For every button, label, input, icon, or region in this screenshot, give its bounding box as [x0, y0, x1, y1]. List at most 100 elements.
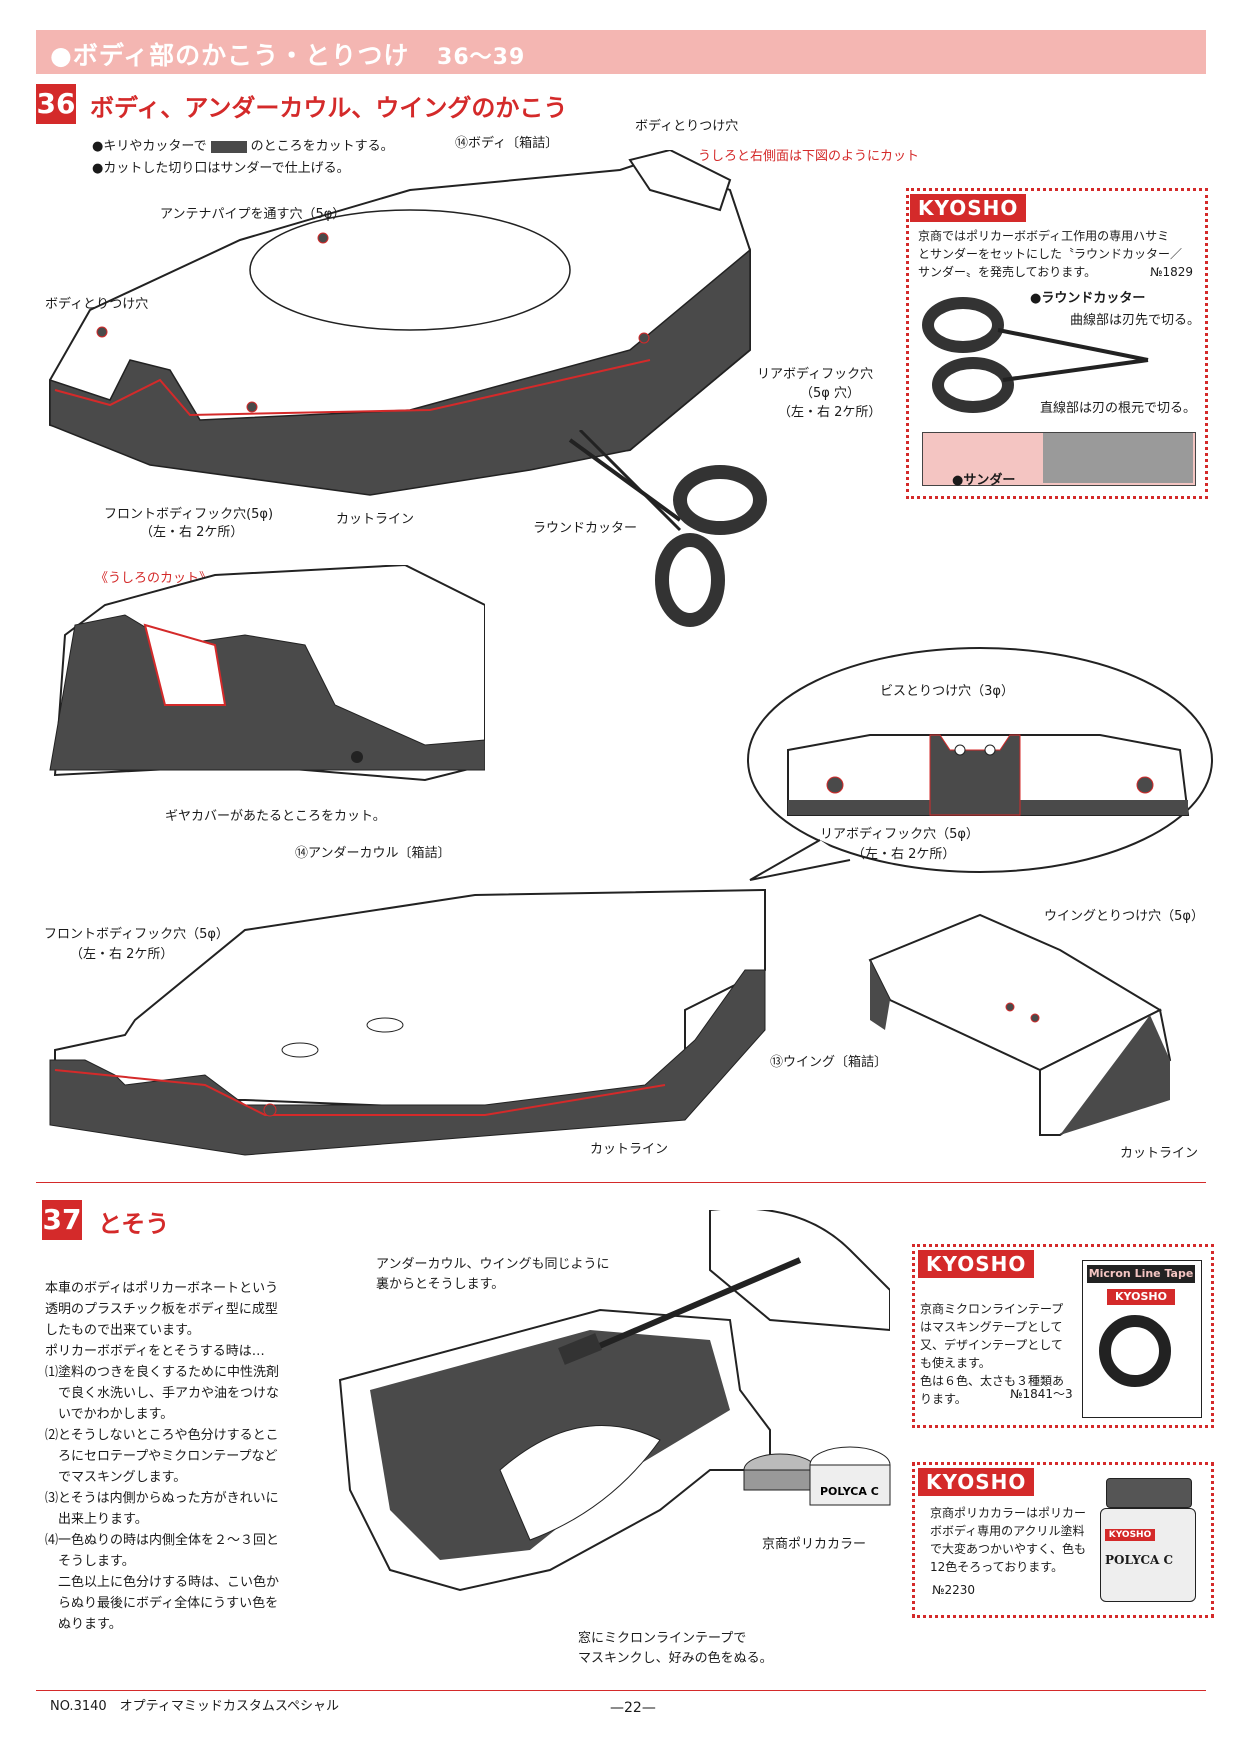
- bullet-sander-instruction: ●カットした切り口はサンダーで仕上げる。: [92, 161, 350, 176]
- label-front-hook-2-pos: （左・右 2ケ所）: [70, 947, 174, 962]
- tape-label: Micron Line Tape: [1087, 1265, 1195, 1283]
- painting-instruction-line: いでかわかします。: [45, 1407, 174, 1422]
- tape-brand: KYOSHO: [1107, 1289, 1175, 1305]
- painting-instruction-line: ⑵とそうしないところや色分けするとこ: [45, 1428, 279, 1443]
- painting-instruction-line: そうします。: [45, 1554, 135, 1569]
- kyosho2-text-line: も使えます。: [920, 1356, 991, 1370]
- footer-product: NO.3140 オプティマミッドカスタムスペシャル: [50, 1699, 339, 1714]
- kyosho1-text-1: 京商ではポリカーボボディ工作用の専用ハサミ: [918, 229, 1170, 243]
- round-cutter-scissors: [568, 430, 767, 627]
- kyosho-paint-box: [912, 1462, 1214, 1618]
- painting-instruction-line: 出来上ります。: [45, 1512, 148, 1527]
- tape-roll-icon: [1099, 1315, 1171, 1387]
- painting-illustration: [338, 1210, 890, 1592]
- kyosho2-text-line: はマスキングテープとして: [920, 1320, 1063, 1334]
- label-screw-hole: ビスとりつけ穴（3φ）: [880, 684, 1014, 699]
- label-wing-mount: ウイングとりつけ穴（5φ）: [1044, 909, 1204, 924]
- section-header-title: ●ボディ部のかこう・とりつけ 36〜39: [50, 36, 525, 72]
- kyosho-logo-1: KYOSHO: [910, 194, 1027, 222]
- paint-label: 京商ポリカカラー: [762, 1537, 867, 1552]
- painting-instruction-line: らぬり最後にボディ全体にうすい色を: [45, 1596, 279, 1611]
- painting-instruction-line: で良く水洗いし、手アカや油をつけな: [45, 1386, 280, 1401]
- painting-instruction-line: ぬります。: [45, 1617, 122, 1632]
- painting-instruction-line: ポリカーボボディをとそうする時は…: [45, 1344, 265, 1359]
- note-undercowl-wing-2: 裏からとそうします。: [376, 1277, 505, 1292]
- kyosho2-text-line: 又、デザインテープとして: [920, 1338, 1063, 1352]
- painting-instruction-line: ⑷一色ぬりの時は内側全体を２〜３回と: [45, 1533, 280, 1548]
- kyosho1-text-2: とサンダーをセットにした〝ラウンドカッター／: [918, 247, 1183, 261]
- kyosho1-curve-note: 曲線部は刃先で切る。: [1070, 313, 1201, 328]
- step-number-36: 36: [36, 84, 76, 124]
- bullet-1-text: ●キリやカッターで: [92, 139, 207, 154]
- label-cutline-undercowl: カットライン: [590, 1142, 669, 1157]
- label-undercowl: ⑭アンダーカウル〔箱詰〕: [295, 846, 451, 861]
- kyosho2-text-line: ります。: [920, 1392, 967, 1406]
- kyosho3-text-line: で大変あつかいやすく、色も: [930, 1542, 1087, 1556]
- label-antenna-hole: アンテナパイプを通す穴（5φ）: [160, 207, 346, 222]
- kyosho2-text-line: 色は６色、太さも３種類あ: [920, 1374, 1065, 1388]
- cutter-scissors-icon: [922, 297, 1149, 413]
- label-body-part: ⑭ボディ〔箱詰〕: [455, 136, 559, 151]
- body-illustration: [49, 150, 751, 496]
- label-wing: ⑬ウイング〔箱詰〕: [770, 1055, 888, 1070]
- sander-tool-graphic: [922, 432, 1196, 486]
- label-rear-cut: 《うしろのカット》: [95, 571, 213, 586]
- cut-area-swatch: [210, 140, 247, 153]
- header-range: 36〜39: [437, 45, 526, 70]
- label-rear-hook-2: リアボディフック穴（5φ）: [820, 827, 979, 842]
- painting-instruction-line: したもので出来ています。: [45, 1323, 200, 1338]
- label-front-hook-2: フロントボディフック穴（5φ）: [44, 927, 229, 942]
- kyosho1-sander-label: ●サンダー: [952, 473, 1016, 488]
- rear-detail-callout: [747, 647, 1213, 881]
- jar-text: POLYCA C: [820, 1485, 879, 1498]
- step-37-title: とそう: [98, 1210, 170, 1238]
- label-rear-hook-pos: （左・右 2ケ所）: [778, 405, 882, 420]
- bullet-1b-text: のところをカットする。: [250, 139, 394, 154]
- jar-body: KYOSHO POLYCA C: [1100, 1508, 1196, 1602]
- kyosho-cutter-box: [906, 188, 1208, 499]
- label-body-mount-top: ボディとりつけ穴: [635, 119, 739, 134]
- label-cutline-body: カットライン: [336, 512, 415, 527]
- painting-instruction-line: 透明のプラスチック板をボディ型に成型: [45, 1302, 278, 1317]
- window-note-2: マスキンクし、好みの色をぬる。: [578, 1651, 773, 1666]
- section-header-band: [36, 30, 1206, 74]
- painting-instruction-line: ろにセロテープやミクロンテープなど: [45, 1449, 278, 1464]
- label-rear-hook-size: （5φ 穴）: [800, 386, 860, 401]
- step-number-37: 37: [42, 1200, 82, 1240]
- kyosho3-text-line: ボボディ専用のアクリル塗料: [930, 1524, 1085, 1538]
- rear-cut-illustration: [49, 565, 485, 782]
- jar-brand: KYOSHO: [1105, 1529, 1155, 1541]
- kyosho2-text-line: 京商ミクロンラインテープ: [920, 1302, 1064, 1316]
- window-note-1: 窓にミクロンラインテープで: [578, 1631, 747, 1646]
- undercowl-illustration: [49, 888, 766, 1156]
- label-rear-hook-2-pos: （左・右 2ケ所）: [852, 847, 956, 862]
- label-front-hook: フロントボディフック穴(5φ): [104, 507, 274, 522]
- jar-product-name: POLYCA C: [1105, 1553, 1174, 1567]
- kyosho-logo-3: KYOSHO: [918, 1468, 1035, 1496]
- label-rear-note: うしろと右側面は下図のようにカット: [698, 149, 920, 164]
- label-front-hook-pos: （左・右 2ケ所）: [140, 525, 244, 540]
- painting-instruction-line: 二色以上に色分けする時は、こい色か: [45, 1575, 280, 1590]
- label-body-mount-left: ボディとりつけ穴: [45, 297, 149, 312]
- label-round-cutter: ラウンドカッター: [533, 521, 638, 536]
- sander-pad: [1043, 433, 1193, 483]
- painting-instruction-line: ⑴塗料のつきを良くするために中性洗剤: [45, 1365, 280, 1380]
- paint-jar-product: KYOSHO POLYCA C: [1100, 1478, 1196, 1602]
- painting-instruction-line: 本車のボディはポリカーボネートという: [45, 1281, 279, 1296]
- kyosho3-code: №2230: [932, 1583, 976, 1597]
- kyosho2-code: №1841〜3: [1010, 1387, 1073, 1401]
- kyosho-tape-box: [912, 1244, 1214, 1428]
- painting-instruction-line: ⑶とそうは内側からぬった方がきれいに: [45, 1491, 279, 1506]
- label-cutline-wing: カットライン: [1120, 1146, 1199, 1161]
- kyosho-logo-2: KYOSHO: [918, 1250, 1035, 1278]
- wing-illustration: [868, 913, 1172, 1136]
- footer-divider: [36, 1690, 1206, 1691]
- jar-lid: [1106, 1478, 1192, 1508]
- note-undercowl-wing-1: アンダーカウル、ウイングも同じように: [376, 1257, 610, 1272]
- bullet-cut-instruction: ●キリやカッターで のところをカットする。: [92, 138, 394, 157]
- kyosho1-cutter-label: ●ラウンドカッター: [1030, 291, 1146, 306]
- kyosho1-text-3: サンダー〟を発売しております。: [918, 265, 1097, 279]
- kyosho1-code: №1829: [1150, 265, 1194, 279]
- paint-jars-icon: POLYCA C: [743, 1446, 891, 1506]
- tape-package: Micron Line Tape KYOSHO: [1082, 1260, 1202, 1418]
